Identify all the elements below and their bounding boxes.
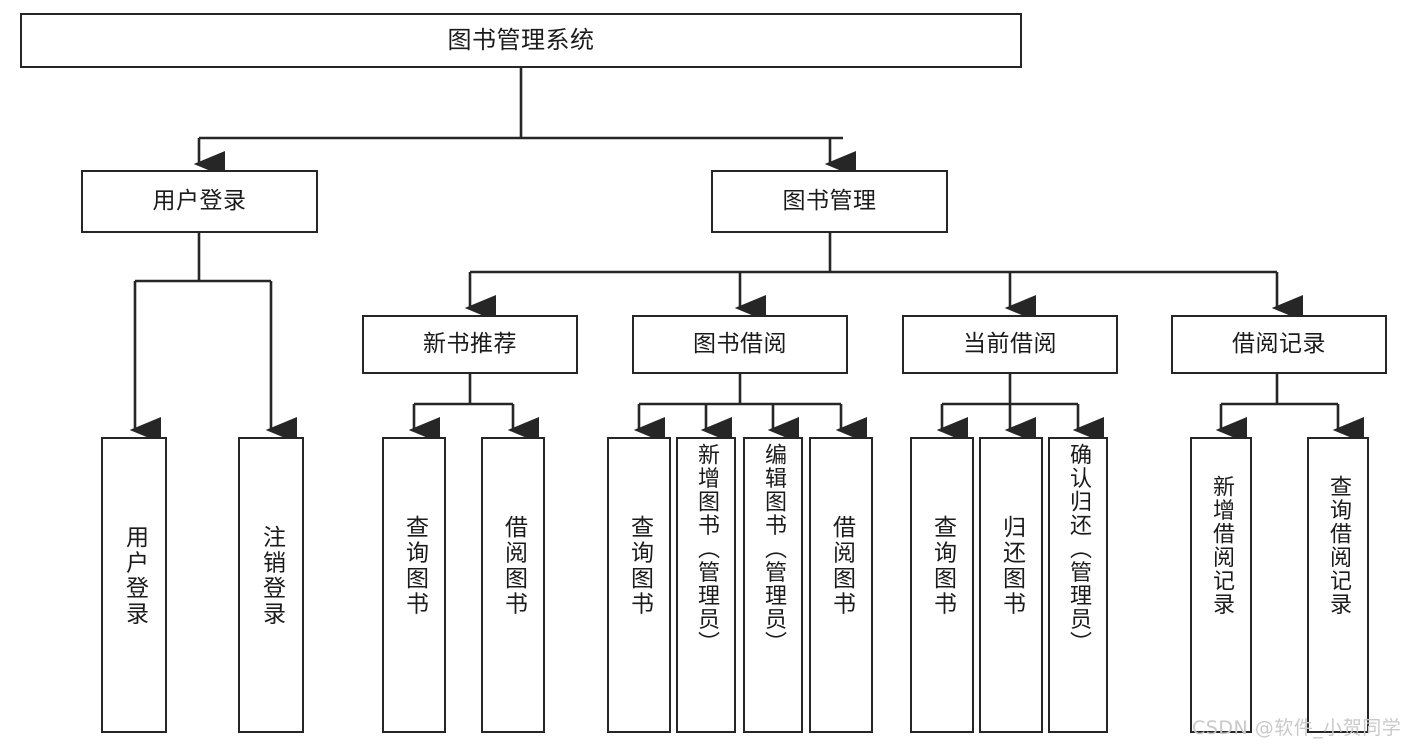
node-leaf-confirm-return[interactable]: 确认归还（管理员） (1048, 437, 1108, 733)
node-leaf-borrow-book-2[interactable]: 借阅图书 (809, 437, 873, 733)
node-book-borrow[interactable]: 图书借阅 (632, 315, 848, 374)
node-book-manage-label: 图书管理 (782, 187, 877, 214)
node-leaf-borrow-book-1-label: 借阅图书 (500, 515, 527, 617)
node-leaf-edit-book[interactable]: 编辑图书（管理员） (743, 437, 803, 733)
node-leaf-return-book[interactable]: 归还图书 (979, 437, 1043, 733)
node-leaf-logout[interactable]: 注销登录 (238, 437, 304, 733)
node-leaf-borrow-book-1[interactable]: 借阅图书 (481, 437, 545, 733)
node-book-manage[interactable]: 图书管理 (711, 170, 948, 233)
node-leaf-edit-book-label: 编辑图书（管理员） (761, 443, 786, 655)
node-leaf-query-record-label: 查询借阅记录 (1326, 475, 1351, 616)
node-new-book-rec-label: 新书推荐 (423, 330, 517, 357)
node-leaf-query-book-3-label: 查询图书 (929, 515, 956, 617)
node-leaf-query-book-2[interactable]: 查询图书 (607, 437, 671, 733)
node-new-book-rec[interactable]: 新书推荐 (362, 315, 578, 374)
node-leaf-query-book-1-label: 查询图书 (401, 515, 428, 617)
node-leaf-logout-label: 注销登录 (258, 525, 285, 627)
node-leaf-user-login[interactable]: 用户登录 (101, 437, 167, 733)
node-root[interactable]: 图书管理系统 (20, 13, 1022, 68)
node-user-login[interactable]: 用户登录 (81, 170, 318, 233)
node-leaf-query-record[interactable]: 查询借阅记录 (1307, 437, 1369, 733)
node-book-borrow-label: 图书借阅 (693, 330, 787, 357)
node-leaf-add-record-label: 新增借阅记录 (1209, 475, 1234, 616)
node-borrow-record[interactable]: 借阅记录 (1171, 315, 1387, 374)
node-leaf-user-login-label: 用户登录 (121, 525, 148, 627)
node-leaf-return-book-label: 归还图书 (998, 515, 1025, 617)
node-leaf-confirm-return-label: 确认归还（管理员） (1066, 443, 1091, 655)
node-leaf-add-book[interactable]: 新增图书（管理员） (676, 437, 736, 733)
node-leaf-query-book-1[interactable]: 查询图书 (382, 437, 446, 733)
node-current-borrow-label: 当前借阅 (963, 330, 1057, 357)
node-user-login-label: 用户登录 (152, 187, 247, 214)
node-leaf-borrow-book-2-label: 借阅图书 (828, 515, 855, 617)
node-borrow-record-label: 借阅记录 (1232, 330, 1326, 357)
node-leaf-query-book-2-label: 查询图书 (626, 515, 653, 617)
node-current-borrow[interactable]: 当前借阅 (902, 315, 1118, 374)
node-leaf-add-book-label: 新增图书（管理员） (694, 443, 719, 655)
node-root-label: 图书管理系统 (447, 26, 595, 55)
node-leaf-add-record[interactable]: 新增借阅记录 (1190, 437, 1252, 733)
node-leaf-query-book-3[interactable]: 查询图书 (910, 437, 974, 733)
